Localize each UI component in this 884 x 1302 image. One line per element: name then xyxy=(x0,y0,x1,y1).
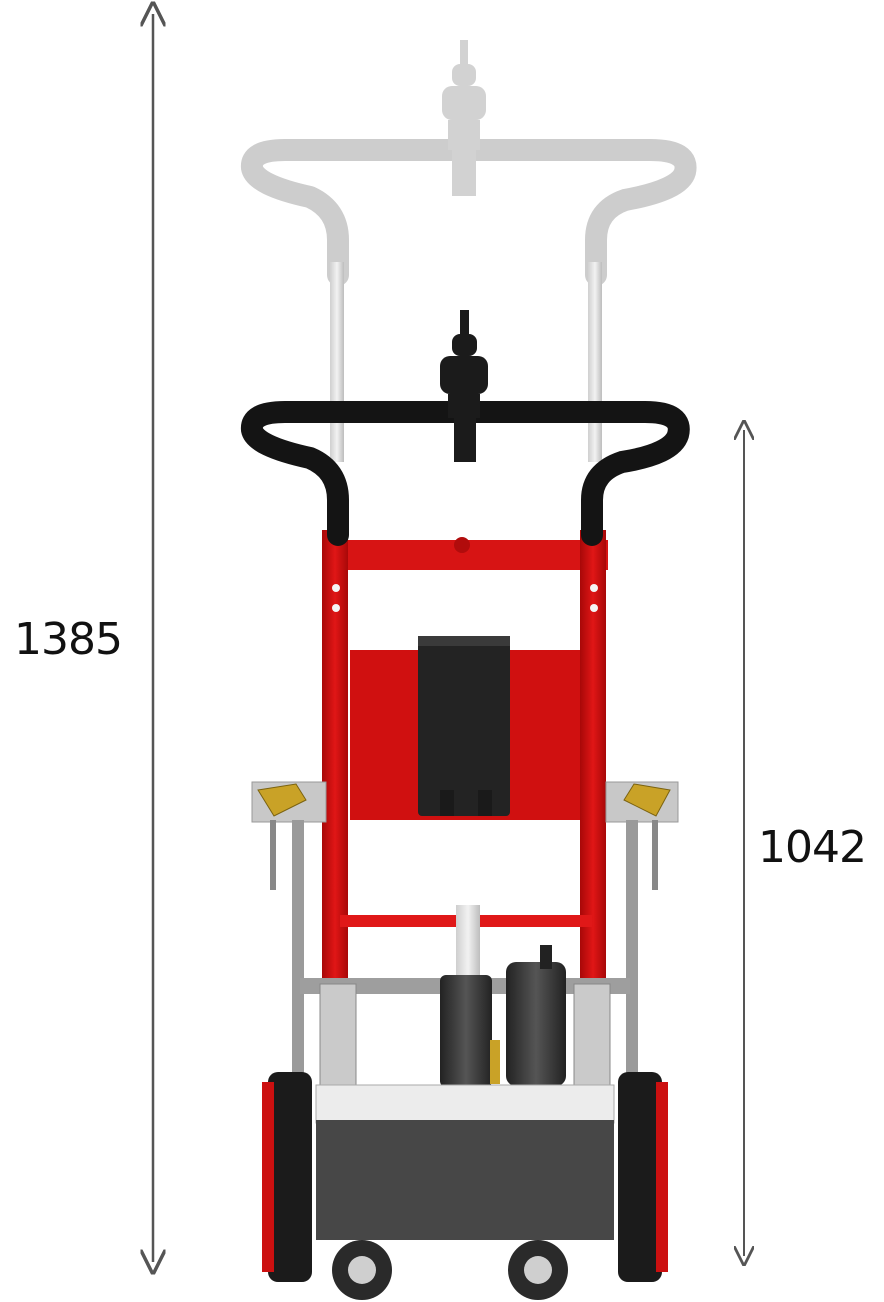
overall-height-label: 1385 xyxy=(14,614,123,665)
battery-box xyxy=(418,636,510,816)
lowered-height-label: 1042 xyxy=(758,822,867,873)
drive-mechanism xyxy=(300,905,630,1087)
side-brackets xyxy=(251,781,679,1110)
joystick xyxy=(440,310,488,462)
handle-lowered xyxy=(240,310,690,546)
ghost-joystick xyxy=(442,40,486,196)
base-and-tracks xyxy=(262,1072,668,1300)
